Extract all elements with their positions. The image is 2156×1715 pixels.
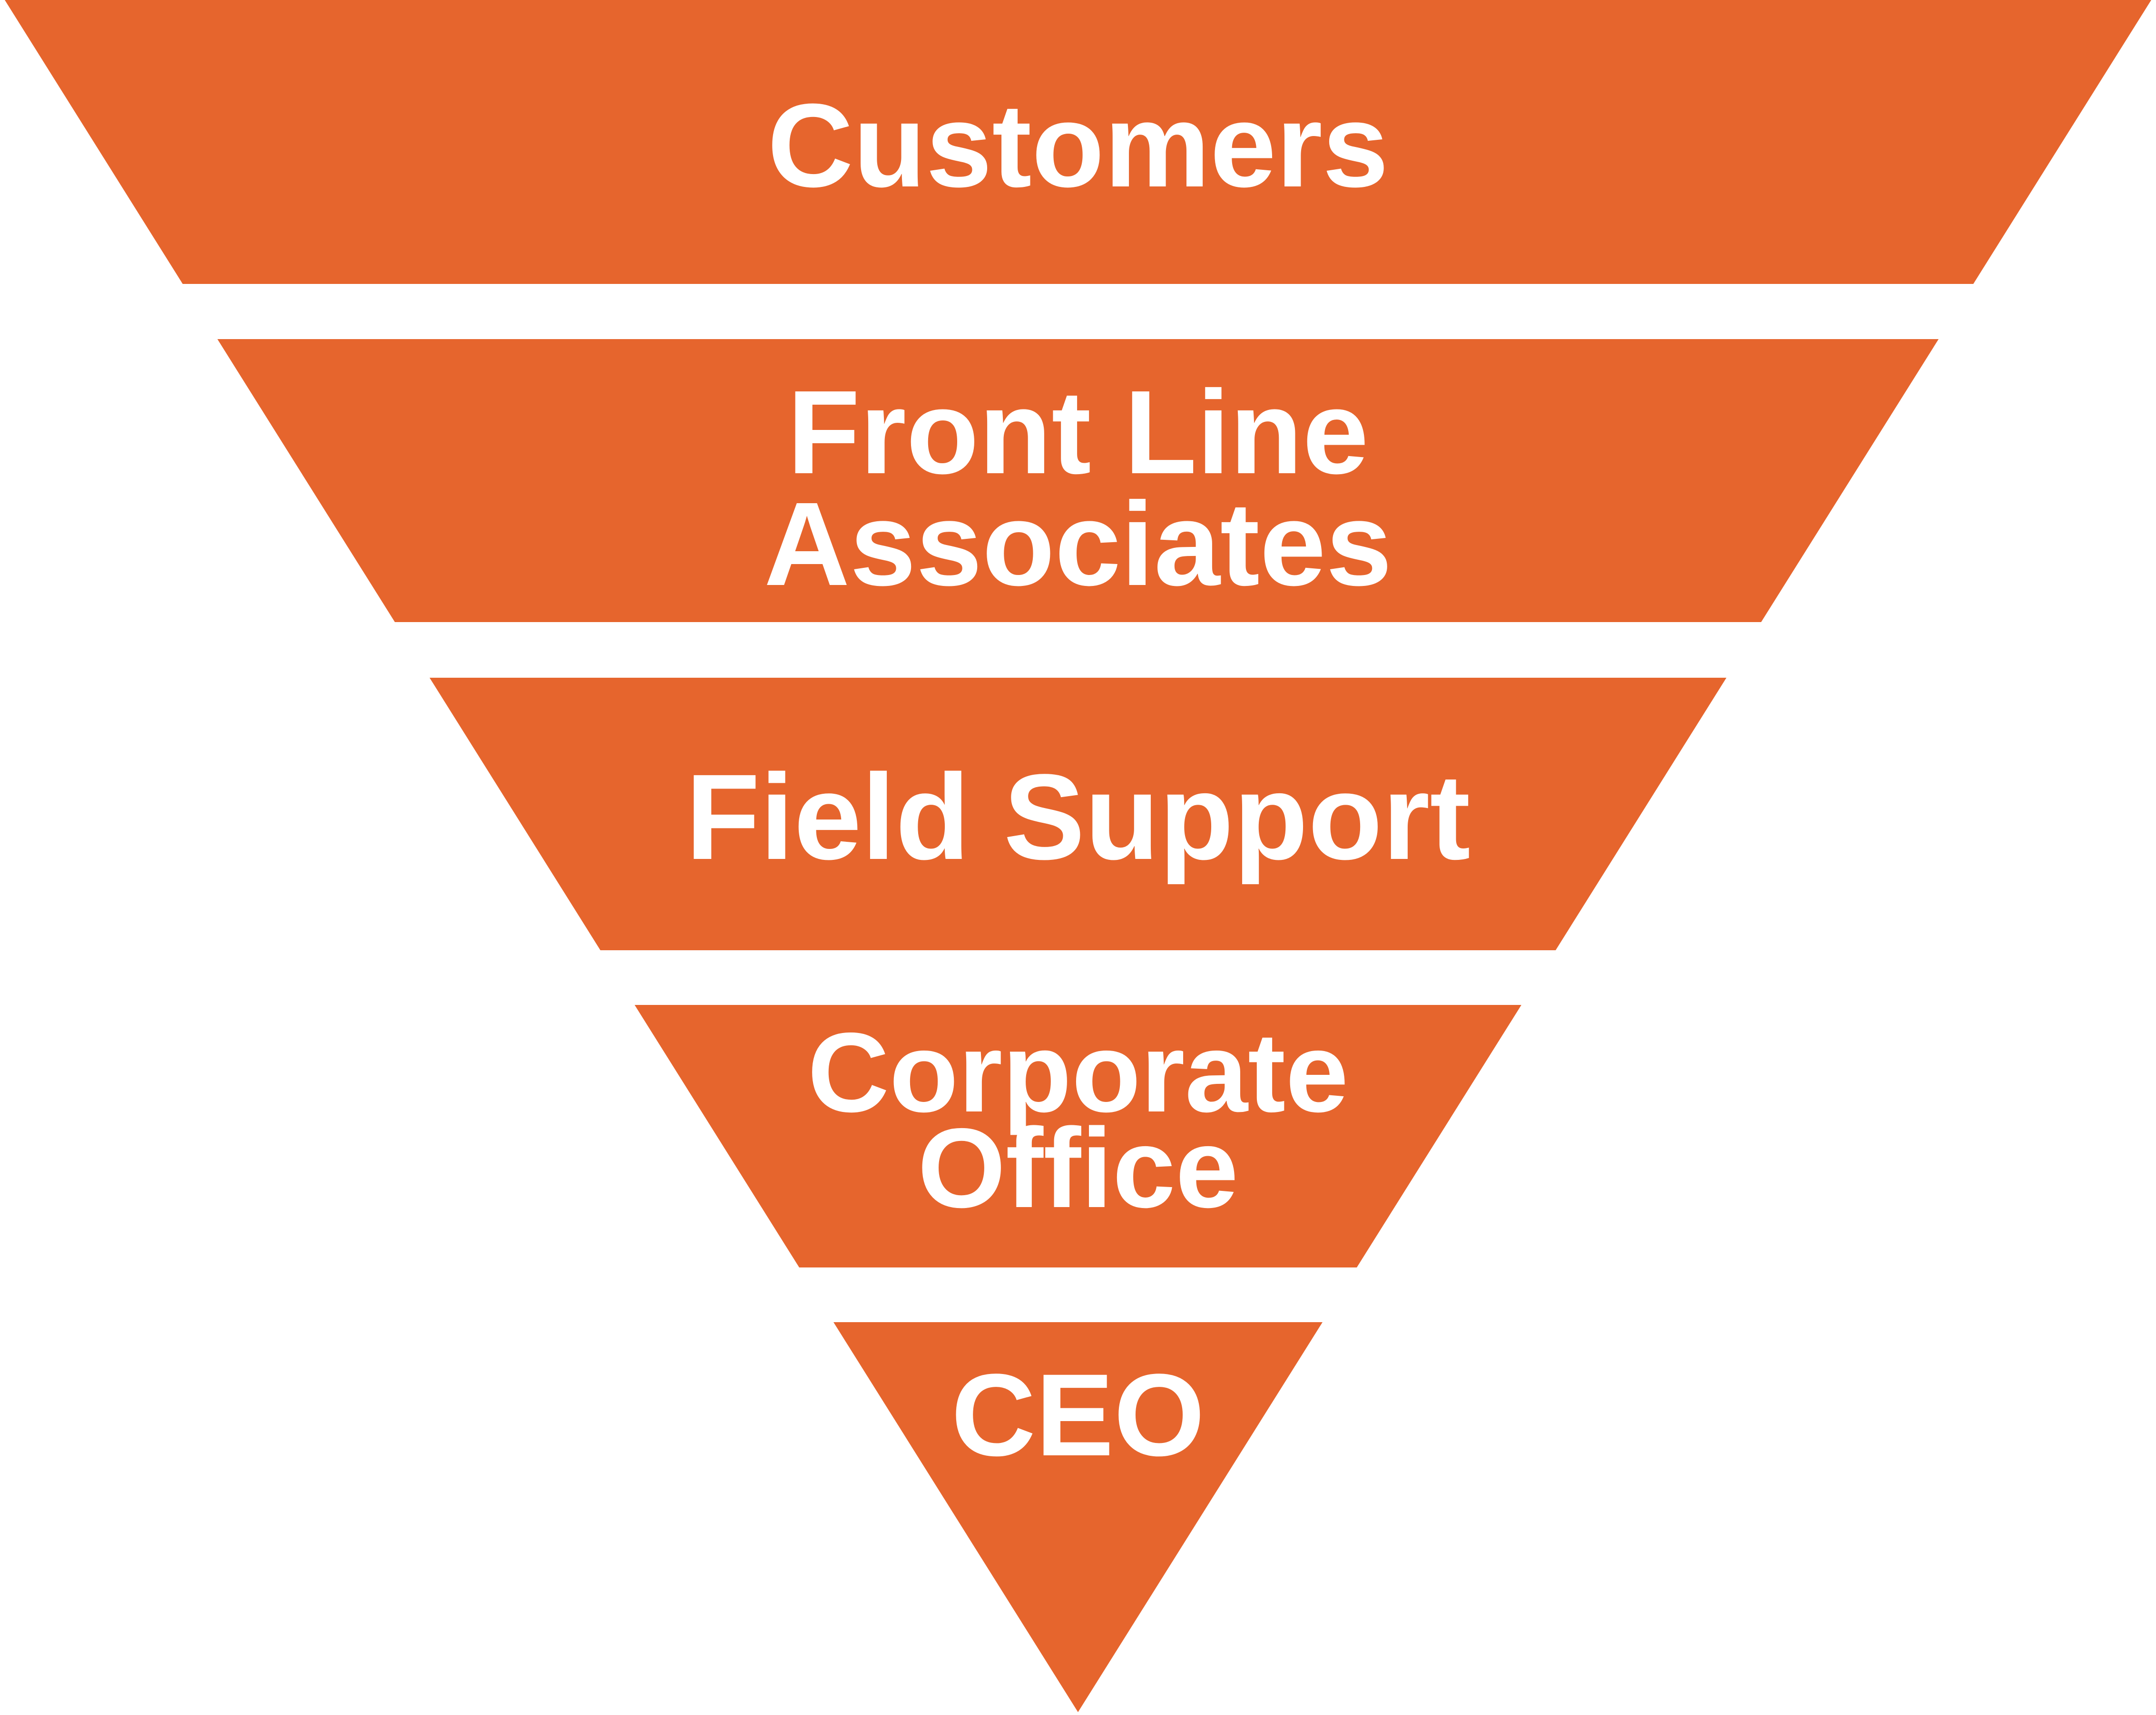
pyramid-level-customers-shape <box>5 0 2151 284</box>
pyramid-level-field-support-shape <box>430 678 1726 950</box>
pyramid-level-front-line-associates: Front Line Associates <box>217 339 1939 622</box>
pyramid-level-ceo-label: CEO <box>951 1350 1205 1481</box>
pyramid-level-corporate-office-label-line2: Office <box>918 1105 1239 1231</box>
pyramid-level-ceo-shape <box>833 1322 1323 1712</box>
pyramid-level-corporate-office: Corporate Office <box>635 1005 1521 1267</box>
pyramid-level-front-line-associates-label-line2: Associates <box>764 477 1392 610</box>
pyramid-level-corporate-office-label-line1: Corporate <box>807 1010 1348 1136</box>
pyramid-level-front-line-associates-shape <box>217 339 1939 622</box>
pyramid-level-customers-label: Customers <box>767 79 1389 212</box>
pyramid-level-field-support-label: Field Support <box>686 749 1470 885</box>
pyramid-level-customers: Customers <box>5 0 2151 284</box>
pyramid-level-field-support: Field Support <box>430 678 1726 950</box>
pyramid-level-front-line-associates-label-line1: Front Line <box>787 366 1369 498</box>
pyramid-level-corporate-office-shape <box>635 1005 1521 1267</box>
pyramid-level-ceo: CEO <box>833 1322 1323 1712</box>
